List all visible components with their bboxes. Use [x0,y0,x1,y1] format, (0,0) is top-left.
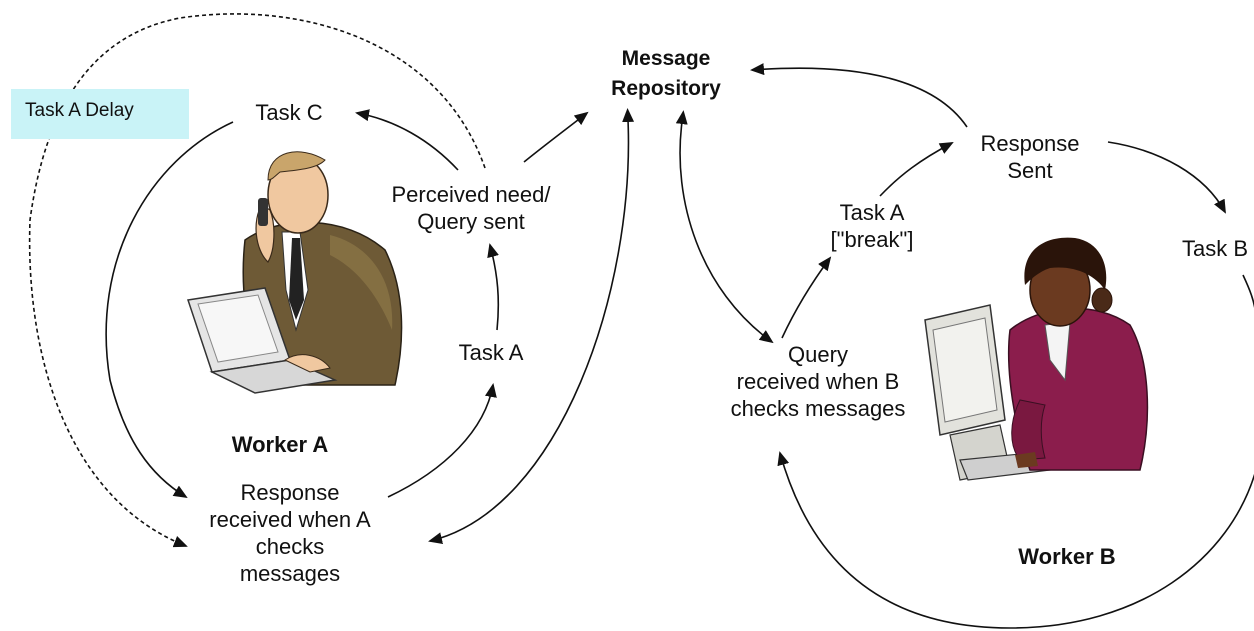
query-received-label: Query received when B checks messages [731,341,906,422]
message-repository-line2: Repository [611,77,721,100]
arrow-taskc-to-response [105,121,234,499]
query-received-line3: checks messages [730,396,906,421]
response-sent-line2: Sent [1007,158,1053,183]
arrow-taska-to-perceived [487,243,500,331]
arrow-response-to-taska [387,383,497,498]
response-sent-label: Response Sent [980,130,1079,184]
response-received-line3: checks [255,534,325,559]
arrow-break-to-responsesent [879,142,954,197]
worker-a-label: Worker A [231,432,329,457]
response-received-label: Response received when A checks messages [209,479,370,587]
worker-b-label: Worker B [1018,544,1116,569]
perceived-need-label: Perceived need/ Query sent [392,181,551,235]
arrow-query-to-break [781,256,832,339]
query-received-line2: received when B [736,369,900,394]
task-a-delay-label: Task A Delay [25,100,134,121]
arrow-perceived-to-repository [523,111,589,163]
arrow-task-a-delay [28,13,486,548]
perceived-need-line2: Query sent [417,209,525,234]
arrow-repository-query [675,110,774,344]
response-received-line1: Response [240,480,340,505]
perceived-need-line1: Perceived need/ [391,182,551,207]
arrow-perceived-to-taskc [355,109,459,171]
arrow-responsesent-to-repository [750,63,968,128]
task-a-delay-box: Task A Delay [11,89,189,139]
message-repository-line1: Message [621,47,711,70]
task-c-label: Task C [255,100,323,125]
worker-a-illustration [187,151,403,394]
query-received-line1: Query [788,342,848,367]
worker-b-illustration [924,237,1149,481]
task-b-label: Task B [1182,236,1249,261]
task-a-break-line1: Task A [839,200,905,225]
task-a-label: Task A [458,340,524,365]
arrow-repository-response [428,108,635,545]
arrow-responsesent-to-taskb [1107,141,1226,214]
message-repository: Message Repository [611,44,721,104]
response-sent-line1: Response [980,131,1080,156]
arrow-bottom-arc-to-query [777,451,1254,629]
task-a-break-line2: ["break"] [830,227,914,252]
response-received-line2: received when A [209,507,371,532]
task-a-break-label: Task A ["break"] [831,199,914,253]
response-received-line4: messages [239,561,341,586]
arrow-taskb-down [1242,274,1254,308]
